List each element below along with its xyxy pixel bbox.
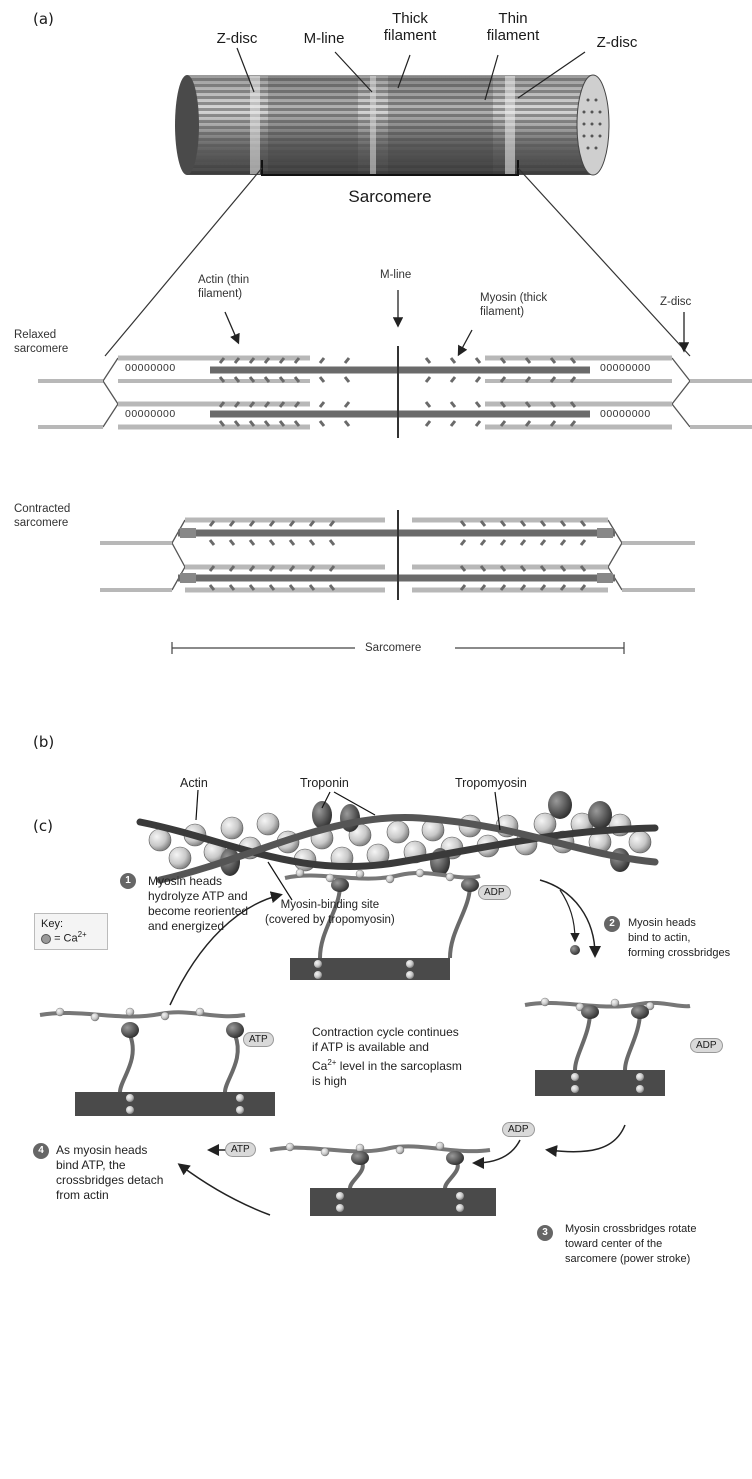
troponin-label: Troponin: [300, 776, 349, 791]
step-1-text: Myosin heads hydrolyze ATP and become re…: [148, 874, 248, 934]
z-disc-label-right: Z-disc: [585, 34, 649, 51]
step-2-text: Myosin heads bind to actin, forming cros…: [628, 916, 730, 961]
step-2-number: 2: [604, 916, 620, 932]
m-line-label: M-line: [292, 30, 356, 47]
z-band-text: 00000000: [125, 407, 176, 421]
z-disc-label-left: Z-disc: [207, 30, 267, 47]
step-4-number: 4: [33, 1143, 49, 1159]
myosin-binding-site-label: Myosin-binding site (covered by tropomyo…: [265, 898, 395, 928]
key-item: = Ca2+: [41, 930, 101, 945]
key-box: Key: = Ca2+: [34, 913, 108, 950]
actin-label-b: Actin: [180, 776, 208, 791]
adp-tag: ADP: [478, 885, 511, 900]
myosin-label: Myosin (thick filament): [480, 291, 547, 319]
key-title: Key:: [41, 918, 101, 930]
adp-tag: ADP: [502, 1122, 535, 1137]
z-band-text: 00000000: [600, 361, 651, 375]
atp-tag: ATP: [243, 1032, 274, 1047]
z-band-text: 00000000: [125, 361, 176, 375]
relaxed-sarcomere-label: Relaxed sarcomere: [14, 328, 68, 356]
panel-b-label: (b): [33, 733, 54, 751]
sarcomere-bracket-label: Sarcomere: [335, 188, 445, 205]
m-line-label-2: M-line: [380, 268, 411, 282]
panel-c-label: (c): [33, 817, 53, 835]
atp-tag: ATP: [225, 1142, 256, 1157]
actin-label: Actin (thin filament): [198, 273, 249, 301]
step-1-number: 1: [120, 873, 136, 889]
thin-filament-label: Thin filament: [478, 10, 548, 44]
step-3-number: 3: [537, 1225, 553, 1241]
tropomyosin-label: Tropomyosin: [455, 776, 527, 791]
adp-tag: ADP: [690, 1038, 723, 1053]
step-4-text: As myosin heads bind ATP, the crossbridg…: [56, 1143, 163, 1203]
z-disc-label-2: Z-disc: [660, 295, 691, 309]
step-3-text: Myosin crossbridges rotate toward center…: [565, 1222, 696, 1267]
z-band-text: 00000000: [600, 407, 651, 421]
contracted-sarcomere-drawing: [100, 510, 695, 654]
sarcomere-scale-label: Sarcomere: [365, 641, 421, 655]
ca-icon: [41, 934, 51, 944]
contracted-sarcomere-label: Contracted sarcomere: [14, 502, 70, 530]
thick-filament-label: Thick filament: [368, 10, 452, 44]
cycle-center-text: Contraction cycle continues if ATP is av…: [312, 1025, 462, 1089]
